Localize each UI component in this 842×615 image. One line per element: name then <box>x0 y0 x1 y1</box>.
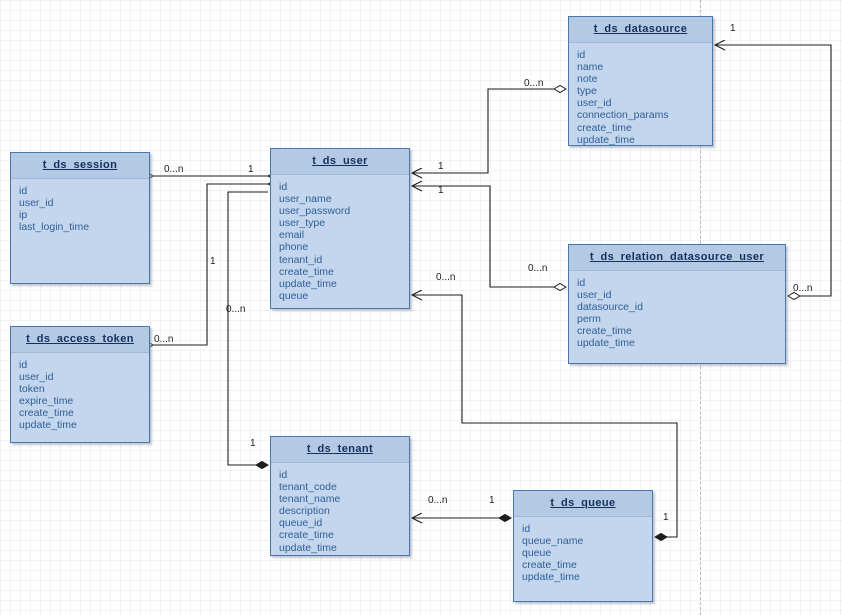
entity-column: user_id <box>19 371 54 384</box>
wire-user-tenant <box>227 191 269 470</box>
multiplicity-label: 0...n <box>226 304 246 315</box>
entity-column: id <box>279 181 288 193</box>
entity-column: tenant_name <box>279 493 341 506</box>
entity-column: id <box>19 185 28 197</box>
entity-title: t_ds_session <box>11 153 149 179</box>
multiplicity-label: 1 <box>489 495 495 506</box>
entity-column: id <box>577 277 586 289</box>
entity-column: create_time <box>279 265 334 278</box>
multiplicity-label: 1 <box>730 23 736 34</box>
entity-title: t_ds_relation_datasource_user <box>569 245 785 271</box>
wire-datasource-relation <box>715 45 832 296</box>
wire-user-queue <box>412 295 678 537</box>
entity-column: email <box>279 229 305 242</box>
multiplicity-label: 0...n <box>164 164 184 175</box>
entity-title: t_ds_access_token <box>11 327 149 353</box>
entity-title: t_ds_tenant <box>271 437 409 463</box>
entity-column: token <box>19 383 45 396</box>
entity-column: create_time <box>577 121 632 134</box>
entity-column: user_password <box>279 205 351 218</box>
entity-column: perm <box>577 313 601 326</box>
entity-column: create_time <box>19 407 74 420</box>
entity-column: queue <box>279 289 309 302</box>
entity-column: last_login_time <box>19 221 90 234</box>
entity-column: user_id <box>577 97 612 110</box>
multiplicity-label: 1 <box>438 161 444 172</box>
entity-title: t_ds_datasource <box>569 17 712 43</box>
entity-column: id <box>522 523 531 535</box>
multiplicity-label: 1 <box>663 512 669 523</box>
wire-accesstoken-user <box>153 184 268 345</box>
entity-column: update_time <box>279 541 337 554</box>
entity-column: expire_time <box>19 395 74 408</box>
multiplicity-label: 0...n <box>528 263 548 274</box>
entity-column: create_time <box>522 559 577 572</box>
entity-column: type <box>577 85 597 98</box>
multiplicity-label: 1 <box>438 185 444 196</box>
entity-title: t_ds_user <box>271 149 409 175</box>
entity-column: datasource_id <box>577 301 643 314</box>
entity-title: t_ds_queue <box>514 491 652 517</box>
entity-column: connection_params <box>577 109 669 122</box>
entity-column: update_time <box>522 571 580 584</box>
entity-column: user_name <box>279 193 332 206</box>
entity-column: update_time <box>577 337 635 350</box>
multiplicity-label: 0...n <box>428 495 448 506</box>
entity-column: ip <box>19 209 28 222</box>
entity-column: tenant_id <box>279 253 323 266</box>
entity-column: id <box>19 359 28 371</box>
entity-column: note <box>577 73 598 86</box>
multiplicity-label: 1 <box>250 438 256 449</box>
entity-column: phone <box>279 241 309 254</box>
entity-column: user_type <box>279 217 326 230</box>
multiplicity-label: 0...n <box>154 334 174 345</box>
multiplicity-label: 0...n <box>436 272 456 283</box>
entity-column: tenant_code <box>279 481 337 494</box>
multiplicity-label: 0...n <box>793 283 813 294</box>
entity-column: user_id <box>577 289 612 302</box>
entity-column: create_time <box>279 529 334 542</box>
entity-column: update_time <box>19 419 77 432</box>
entity-column: update_time <box>279 277 337 290</box>
entity-column: queue_name <box>522 535 584 548</box>
entity-column: id <box>577 49 586 61</box>
multiplicity-label: 1 <box>210 256 216 267</box>
entity-column: queue <box>522 547 552 560</box>
entity-column: id <box>279 469 288 481</box>
entity-column: queue_id <box>279 517 323 530</box>
multiplicity-label: 1 <box>248 164 254 175</box>
entity-column: update_time <box>577 133 635 146</box>
entity-column: description <box>279 505 330 518</box>
entity-column: user_id <box>19 197 54 210</box>
entity-column: name <box>577 61 604 74</box>
multiplicity-label: 0...n <box>524 78 544 89</box>
wire-user-datasource <box>412 89 566 173</box>
entity-column: create_time <box>577 325 632 338</box>
wire-user-relation <box>412 186 566 287</box>
